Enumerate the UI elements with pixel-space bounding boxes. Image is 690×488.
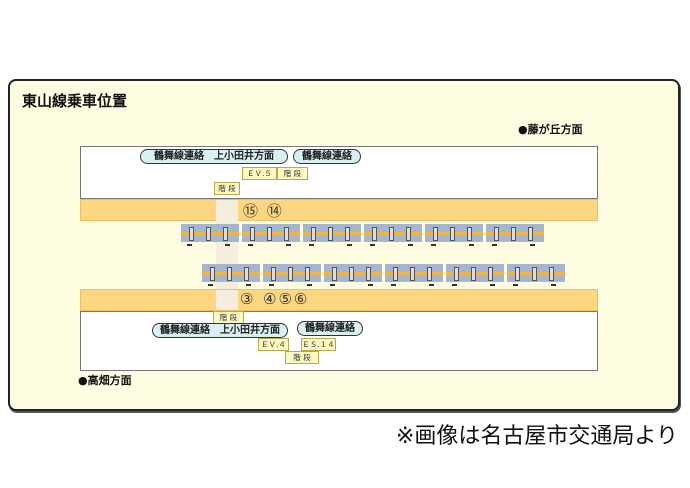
door-marker xyxy=(345,227,350,241)
door-marker xyxy=(311,227,316,241)
escalator-14-tag: ＥＳ.１４ xyxy=(301,338,336,351)
train-car xyxy=(303,224,361,246)
door-marker xyxy=(511,227,516,241)
wheel xyxy=(452,284,457,286)
wheel xyxy=(187,244,192,246)
stairs-tag: 階 段 xyxy=(285,351,319,364)
door-marker xyxy=(189,227,194,241)
wheel xyxy=(370,244,375,246)
door-marker xyxy=(393,267,398,281)
tsurumai-transfer-sign: 鶴舞線連絡 xyxy=(297,321,363,336)
train-car xyxy=(385,264,443,286)
door-marker xyxy=(410,267,415,281)
door-marker xyxy=(284,227,289,241)
door-marker xyxy=(210,267,215,281)
page-title: 東山線乗車位置 xyxy=(22,92,128,110)
train-car xyxy=(486,224,544,246)
train-car xyxy=(263,264,321,286)
door-marker xyxy=(549,267,554,281)
door-marker xyxy=(488,267,493,281)
door-marker xyxy=(433,227,438,241)
wheel xyxy=(408,244,413,246)
wheel xyxy=(429,284,434,286)
lower-concourse xyxy=(80,311,598,371)
train-car xyxy=(507,264,565,286)
door-marker xyxy=(406,227,411,241)
door-marker xyxy=(427,267,432,281)
car-positions-456: ④⑤⑥ xyxy=(263,290,310,308)
wheel xyxy=(431,244,436,246)
door-marker xyxy=(454,267,459,281)
wheel xyxy=(246,284,251,286)
door-marker xyxy=(267,227,272,241)
door-marker xyxy=(244,267,249,281)
door-marker xyxy=(271,267,276,281)
door-marker xyxy=(471,267,476,281)
door-marker xyxy=(288,267,293,281)
train-car xyxy=(364,224,422,246)
source-note: ※画像は名古屋市交通局より xyxy=(396,424,678,449)
door-marker xyxy=(515,267,520,281)
stairs-tag: 階 段 xyxy=(277,167,308,180)
direction-label-takabata: ●高畑方面 xyxy=(78,374,132,387)
train-car xyxy=(425,224,483,246)
door-marker xyxy=(450,227,455,241)
tsurumai-transfer-kamiotai-sign: 鶴舞線連絡 上小田井方面 xyxy=(140,149,288,164)
door-marker xyxy=(467,227,472,241)
door-marker xyxy=(528,227,533,241)
train-car xyxy=(242,224,300,246)
wheel xyxy=(551,284,556,286)
wheel xyxy=(469,244,474,246)
wheel xyxy=(309,244,314,246)
stairs-column xyxy=(216,290,238,310)
door-marker xyxy=(372,227,377,241)
train-car xyxy=(324,264,382,286)
direction-label-fujigaoka: ●藤が丘方面 xyxy=(518,123,583,136)
train-car xyxy=(446,264,504,286)
upper-platform-band xyxy=(80,199,598,221)
car-positions-upper: ⑮ ⑭ xyxy=(243,202,284,220)
wheel xyxy=(208,284,213,286)
door-marker xyxy=(349,267,354,281)
wheel xyxy=(286,244,291,246)
wheel xyxy=(391,284,396,286)
wheel xyxy=(347,244,352,246)
door-marker xyxy=(328,227,333,241)
door-marker xyxy=(206,227,211,241)
door-marker xyxy=(305,267,310,281)
door-marker xyxy=(223,227,228,241)
wheel xyxy=(269,284,274,286)
door-marker xyxy=(332,267,337,281)
door-marker xyxy=(532,267,537,281)
wheel xyxy=(368,284,373,286)
door-marker xyxy=(494,227,499,241)
wheel xyxy=(530,244,535,246)
wheel xyxy=(225,244,230,246)
train-car xyxy=(181,224,239,246)
wheel xyxy=(307,284,312,286)
door-marker xyxy=(366,267,371,281)
wheel xyxy=(490,284,495,286)
stairs-tag: 階 段 xyxy=(214,182,240,195)
wheel xyxy=(513,284,518,286)
elevator-4-tag: ＥＶ.４ xyxy=(258,338,289,351)
wheel xyxy=(248,244,253,246)
train-lower xyxy=(202,264,568,288)
train-upper xyxy=(181,224,547,248)
tsurumai-transfer-kamiotai-sign: 鶴舞線連絡 上小田井方面 xyxy=(152,323,288,338)
car-position-3: ③ xyxy=(240,290,256,308)
door-marker xyxy=(250,227,255,241)
door-marker xyxy=(389,227,394,241)
wheel xyxy=(330,284,335,286)
train-car xyxy=(202,264,260,286)
lower-platform-band xyxy=(80,289,598,311)
tsurumai-transfer-sign: 鶴舞線連絡 xyxy=(293,149,361,164)
door-marker xyxy=(227,267,232,281)
wheel xyxy=(492,244,497,246)
elevator-5-tag: ＥＶ.５ xyxy=(242,167,277,180)
